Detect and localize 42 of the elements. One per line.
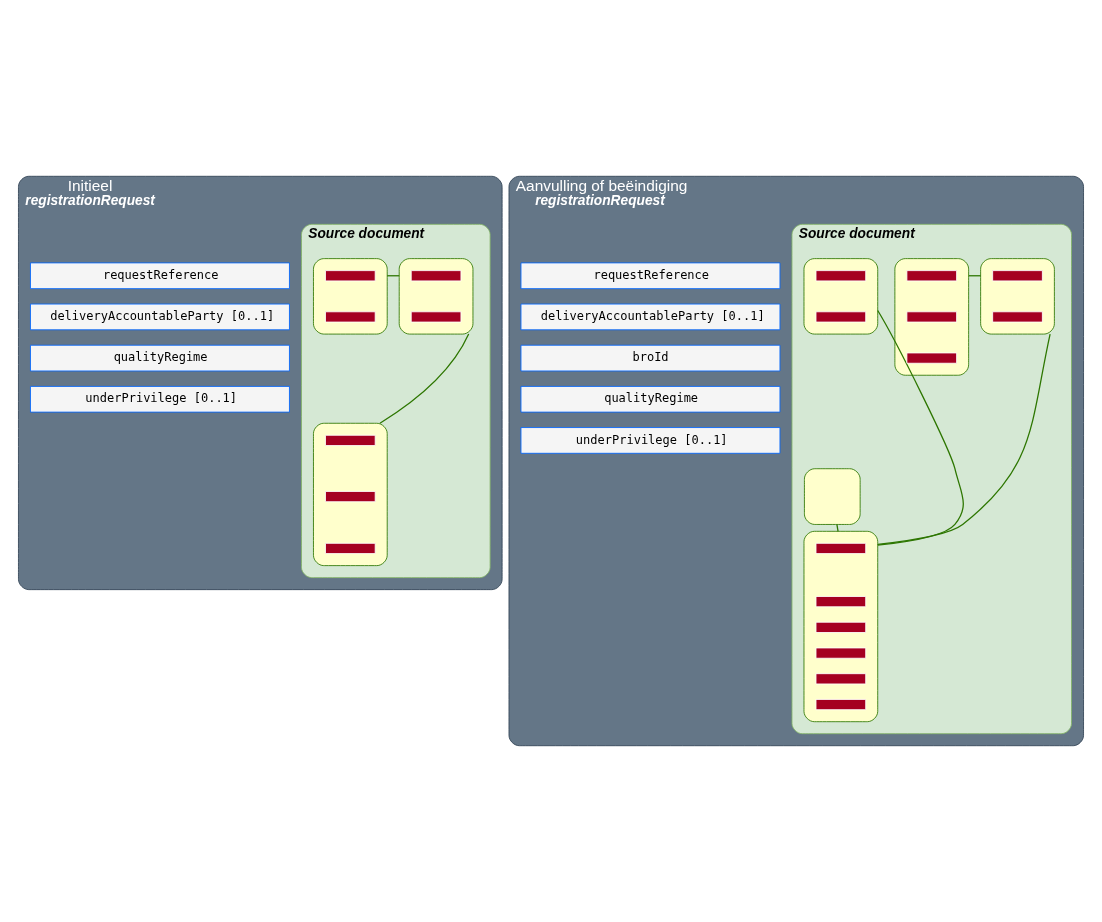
- node-bar: [815, 596, 867, 608]
- node-bar: [815, 270, 867, 282]
- node-bar: [325, 311, 376, 323]
- node-bar: [410, 311, 462, 323]
- node-bar: [992, 270, 1043, 282]
- node-box: deliveryAccountableParty [0..1]: [520, 303, 781, 331]
- node-box: qualityRegime: [30, 344, 290, 372]
- node-bar: [410, 270, 462, 282]
- node-box: requestReference: [520, 262, 781, 290]
- node-bar: [325, 434, 376, 446]
- node-box: deliveryAccountableParty [0..1]: [30, 303, 290, 331]
- node-box: requestReference: [30, 262, 290, 290]
- cluster: [803, 258, 879, 335]
- node-bar: [815, 698, 867, 711]
- node-bar: [325, 270, 376, 282]
- node-bar: [906, 352, 958, 364]
- cluster: [398, 258, 474, 335]
- cluster: [313, 258, 388, 335]
- connector: [877, 333, 1051, 545]
- node-bar: [992, 311, 1043, 323]
- node-bar: [815, 542, 867, 555]
- cluster: [980, 258, 1055, 335]
- node-bar: [325, 542, 376, 555]
- cluster: Source document: [791, 223, 1072, 735]
- node-box: broId: [520, 344, 781, 372]
- node-bar: [906, 270, 958, 282]
- node-bar: [815, 621, 867, 633]
- connector: [379, 333, 470, 424]
- node-box: qualityRegime: [520, 385, 781, 413]
- node-box: underPrivilege [0..1]: [520, 427, 781, 454]
- cluster: [313, 422, 388, 567]
- node-bar: [815, 673, 867, 685]
- node-bar: [815, 647, 867, 659]
- node-box: [804, 468, 861, 525]
- connector: [836, 523, 839, 532]
- cluster: [803, 530, 879, 723]
- node-box: underPrivilege [0..1]: [30, 385, 290, 413]
- cluster: Source document: [301, 223, 491, 579]
- node-bar: [325, 491, 376, 503]
- node-bar: [906, 311, 958, 323]
- cluster: [894, 258, 970, 376]
- node-bar: [815, 311, 867, 323]
